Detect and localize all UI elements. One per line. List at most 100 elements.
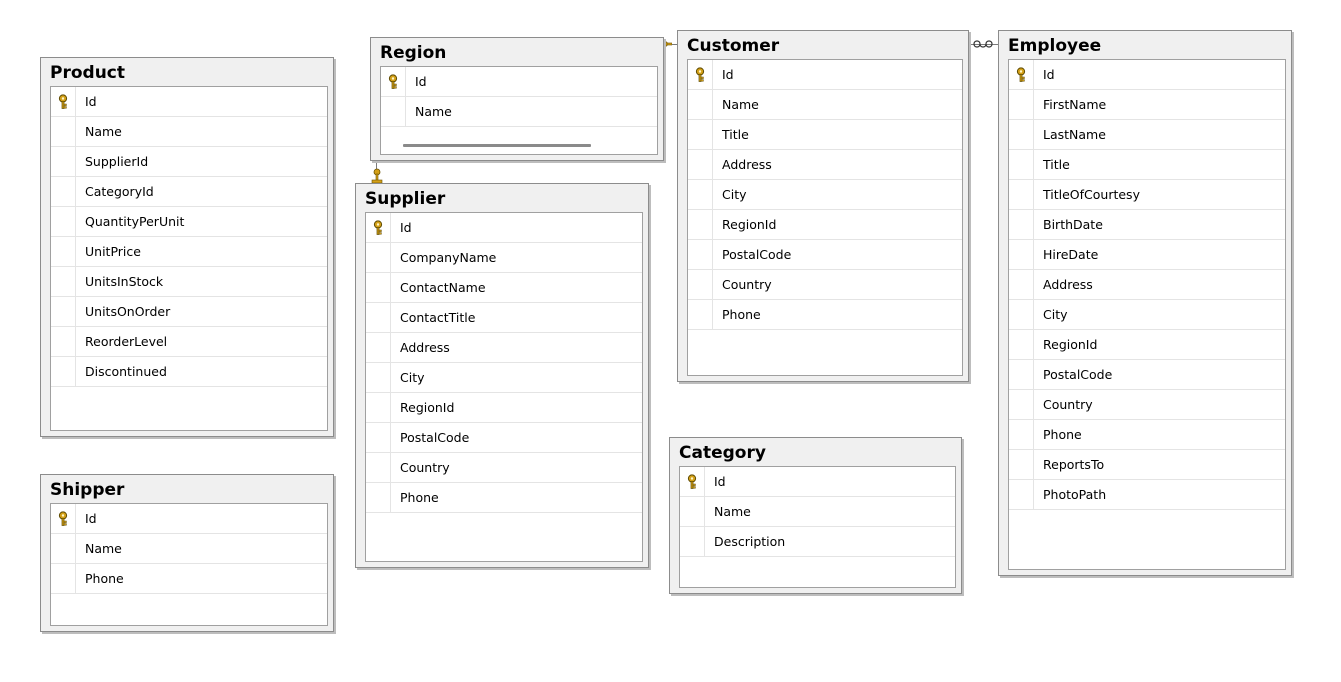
row-selector[interactable]	[1009, 420, 1034, 449]
column-row[interactable]: Title	[688, 120, 962, 150]
column-row[interactable]: Country	[366, 453, 642, 483]
column-row[interactable]: Description	[680, 527, 955, 557]
column-row[interactable]: RegionId	[688, 210, 962, 240]
row-selector[interactable]	[51, 237, 76, 266]
row-selector[interactable]	[51, 357, 76, 386]
column-row[interactable]: Name	[381, 97, 657, 127]
row-selector[interactable]	[366, 393, 391, 422]
column-row[interactable]: PostalCode	[688, 240, 962, 270]
column-row[interactable]: ContactTitle	[366, 303, 642, 333]
row-selector[interactable]	[51, 564, 76, 593]
column-row[interactable]: Address	[1009, 270, 1285, 300]
row-selector[interactable]	[688, 300, 713, 329]
row-selector[interactable]	[381, 67, 406, 96]
column-row[interactable]: LastName	[1009, 120, 1285, 150]
column-row[interactable]: City	[688, 180, 962, 210]
column-row[interactable]: PostalCode	[1009, 360, 1285, 390]
row-selector[interactable]	[51, 267, 76, 296]
row-selector[interactable]	[688, 150, 713, 179]
row-selector[interactable]	[1009, 90, 1034, 119]
row-selector[interactable]	[51, 177, 76, 206]
column-row[interactable]: UnitsInStock	[51, 267, 327, 297]
column-row[interactable]: Country	[1009, 390, 1285, 420]
row-selector[interactable]	[366, 483, 391, 512]
horizontal-scrollbar[interactable]	[403, 144, 591, 147]
row-selector[interactable]	[1009, 300, 1034, 329]
row-selector[interactable]	[366, 453, 391, 482]
column-row[interactable]: ReportsTo	[1009, 450, 1285, 480]
column-row[interactable]: Phone	[688, 300, 962, 330]
column-row[interactable]: Id	[51, 87, 327, 117]
column-row[interactable]: Phone	[366, 483, 642, 513]
column-row[interactable]: Name	[51, 534, 327, 564]
row-selector[interactable]	[1009, 60, 1034, 89]
column-row[interactable]: Address	[688, 150, 962, 180]
column-row[interactable]: RegionId	[1009, 330, 1285, 360]
column-row[interactable]: Id	[1009, 60, 1285, 90]
row-selector[interactable]	[680, 527, 705, 556]
row-selector[interactable]	[1009, 330, 1034, 359]
row-selector[interactable]	[381, 97, 406, 126]
row-selector[interactable]	[366, 333, 391, 362]
column-row[interactable]: Address	[366, 333, 642, 363]
column-row[interactable]: Name	[680, 497, 955, 527]
row-selector[interactable]	[366, 423, 391, 452]
row-selector[interactable]	[51, 87, 76, 116]
column-row[interactable]: Title	[1009, 150, 1285, 180]
row-selector[interactable]	[51, 504, 76, 533]
relationship-line-customer-employee[interactable]	[969, 44, 999, 45]
column-row[interactable]: ReorderLevel	[51, 327, 327, 357]
row-selector[interactable]	[688, 60, 713, 89]
column-row[interactable]: Id	[688, 60, 962, 90]
row-selector[interactable]	[1009, 390, 1034, 419]
column-row[interactable]: Discontinued	[51, 357, 327, 387]
column-row[interactable]: City	[366, 363, 642, 393]
column-row[interactable]: UnitPrice	[51, 237, 327, 267]
column-row[interactable]: RegionId	[366, 393, 642, 423]
column-row[interactable]: Id	[366, 213, 642, 243]
row-selector[interactable]	[688, 240, 713, 269]
column-row[interactable]: City	[1009, 300, 1285, 330]
column-row[interactable]: TitleOfCourtesy	[1009, 180, 1285, 210]
row-selector[interactable]	[366, 303, 391, 332]
column-row[interactable]: PhotoPath	[1009, 480, 1285, 510]
row-selector[interactable]	[366, 363, 391, 392]
row-selector[interactable]	[1009, 210, 1034, 239]
row-selector[interactable]	[688, 180, 713, 209]
row-selector[interactable]	[51, 297, 76, 326]
column-row[interactable]: CategoryId	[51, 177, 327, 207]
row-selector[interactable]	[688, 120, 713, 149]
column-row[interactable]: FirstName	[1009, 90, 1285, 120]
row-selector[interactable]	[1009, 120, 1034, 149]
row-selector[interactable]	[1009, 240, 1034, 269]
row-selector[interactable]	[1009, 480, 1034, 509]
column-row[interactable]: Phone	[1009, 420, 1285, 450]
column-row[interactable]: Id	[381, 67, 657, 97]
row-selector[interactable]	[366, 273, 391, 302]
column-row[interactable]: HireDate	[1009, 240, 1285, 270]
row-selector[interactable]	[1009, 270, 1034, 299]
row-selector[interactable]	[366, 213, 391, 242]
row-selector[interactable]	[1009, 360, 1034, 389]
column-row[interactable]: UnitsOnOrder	[51, 297, 327, 327]
row-selector[interactable]	[1009, 180, 1034, 209]
column-row[interactable]: Id	[680, 467, 955, 497]
row-selector[interactable]	[51, 327, 76, 356]
row-selector[interactable]	[366, 243, 391, 272]
column-row[interactable]: BirthDate	[1009, 210, 1285, 240]
row-selector[interactable]	[51, 534, 76, 563]
column-row[interactable]: Id	[51, 504, 327, 534]
row-selector[interactable]	[51, 207, 76, 236]
row-selector[interactable]	[51, 117, 76, 146]
column-row[interactable]: QuantityPerUnit	[51, 207, 327, 237]
column-row[interactable]: Phone	[51, 564, 327, 594]
column-row[interactable]: ContactName	[366, 273, 642, 303]
column-row[interactable]: SupplierId	[51, 147, 327, 177]
